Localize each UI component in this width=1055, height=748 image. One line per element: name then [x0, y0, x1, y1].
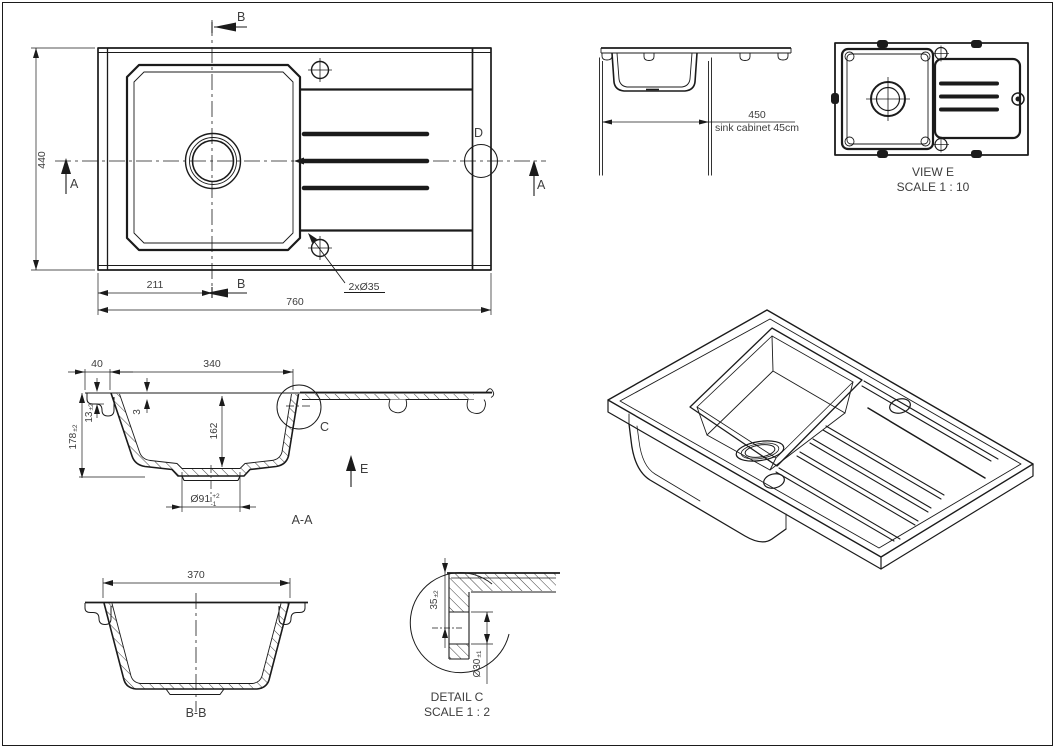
bb-bowl-hatch — [104, 603, 289, 689]
aa-dim-depth-178 — [79, 393, 145, 478]
iso-rim-thickness — [607, 399, 1034, 570]
countertop — [600, 47, 792, 61]
aa-dim-inner-162 — [219, 396, 225, 467]
detail-d-label: D — [474, 126, 483, 140]
drainer-board — [294, 88, 472, 232]
section-a-left-arrow — [61, 158, 71, 194]
aa-dim-inner-text: 162 — [209, 422, 220, 439]
view-e-tap-holes — [933, 45, 949, 153]
section-a-right-arrow — [529, 160, 539, 196]
section-aa-label: A-A — [292, 513, 314, 527]
aa-dim-flange-text: 40 — [91, 358, 103, 370]
detail-d-circle — [463, 143, 499, 179]
isometric-view — [607, 309, 1034, 570]
aa-dim-depth-text: 178±2 — [68, 424, 79, 449]
leader-2x35 — [308, 233, 385, 293]
view-e-drain — [866, 77, 910, 121]
tap-hole-bottom — [308, 236, 332, 260]
detail-c-scale: SCALE 1 : 2 — [424, 705, 490, 719]
cabinet-view — [599, 47, 795, 176]
view-e-drainer — [933, 57, 1022, 140]
bb-bowl-inner — [111, 603, 282, 684]
detail-c-wall-hatch-bottom — [449, 644, 469, 659]
aa-dim-rim-text: 13±2 — [84, 403, 95, 423]
view-e-mounting-clips — [831, 40, 1025, 158]
detail-c-title: DETAIL C — [431, 690, 484, 704]
view-e-direction-arrow — [346, 455, 356, 487]
section-b-top-label: B — [237, 10, 245, 24]
section-b-bottom-label: B — [237, 277, 245, 291]
bb-dim-width-text: 370 — [187, 569, 205, 581]
tap-hole-top — [308, 58, 332, 82]
detail-c-dim-30 — [471, 611, 493, 684]
section-a-left-label: A — [70, 177, 79, 191]
detail-c-dim-depth-text: 35±2 — [429, 590, 440, 610]
bb-left-tab — [84, 603, 112, 625]
dim-760 — [97, 273, 492, 315]
aa-dim-edge-text: 3 — [132, 409, 143, 415]
iso-rim-outer — [607, 309, 1034, 558]
aa-left-flange — [86, 393, 115, 417]
sink-outline — [97, 47, 492, 271]
aa-bowl-hatch — [111, 393, 299, 476]
dim-440 — [31, 47, 95, 271]
detail-c-label: C — [320, 420, 329, 434]
section-a-right-label: A — [537, 178, 546, 192]
iso-tap-holes — [763, 398, 911, 489]
bb-dim-370 — [102, 578, 291, 598]
section-aa — [68, 369, 495, 512]
section-b-top-arrow — [211, 22, 247, 33]
detail-c-profile — [447, 572, 560, 660]
bowl-outline — [125, 63, 302, 252]
section-bb-label: B-B — [186, 706, 207, 720]
cabinet-walls — [599, 57, 712, 176]
aa-dim-drain-text: Ø91+2-1 — [190, 493, 220, 508]
iso-bowl — [689, 327, 863, 471]
dim-width-text: 760 — [286, 296, 304, 308]
aa-dim-bowl-340 — [110, 369, 294, 390]
bowl-side-profile — [611, 52, 698, 92]
aa-dim-bowl-text: 340 — [203, 358, 221, 370]
detail-c-view — [409, 558, 560, 684]
aa-dim-drain-91 — [166, 465, 256, 512]
detail-c-wall-hatch-top — [449, 573, 469, 612]
top-view — [31, 20, 546, 315]
view-e-bowl — [840, 47, 935, 151]
section-b-bottom-arrow — [206, 287, 247, 298]
section-bb — [84, 578, 308, 712]
dim-offset-text: 211 — [147, 279, 164, 291]
view-e-arrow-label: E — [360, 462, 368, 476]
bb-drain-bump — [165, 688, 225, 695]
iso-tub-body — [628, 413, 787, 543]
view-e-scale: SCALE 1 : 10 — [897, 180, 970, 194]
aa-dim-rim-13 — [90, 378, 104, 418]
aa-dim-edge-3 — [144, 378, 150, 413]
cabinet-note-text: sink cabinet 45cm — [715, 122, 799, 134]
bb-bowl-outer — [103, 602, 290, 690]
dim-450 — [602, 119, 795, 125]
cabinet-dim-text: 450 — [748, 109, 766, 121]
iso-rim-inner — [619, 318, 1022, 549]
detail-c-slab-hatch — [451, 573, 556, 591]
detail-c-circle — [276, 384, 322, 430]
detail-c-dim-hole-text: Ø30±1 — [472, 650, 483, 677]
iso-drainer — [775, 380, 999, 542]
dim-height-text: 440 — [36, 151, 48, 169]
view-e — [831, 40, 1029, 158]
holes-note-text: 2xØ35 — [349, 281, 380, 293]
detail-c-dim-35 — [432, 558, 462, 648]
aa-drainer-slab — [300, 388, 495, 414]
view-e-title: VIEW E — [912, 165, 954, 179]
